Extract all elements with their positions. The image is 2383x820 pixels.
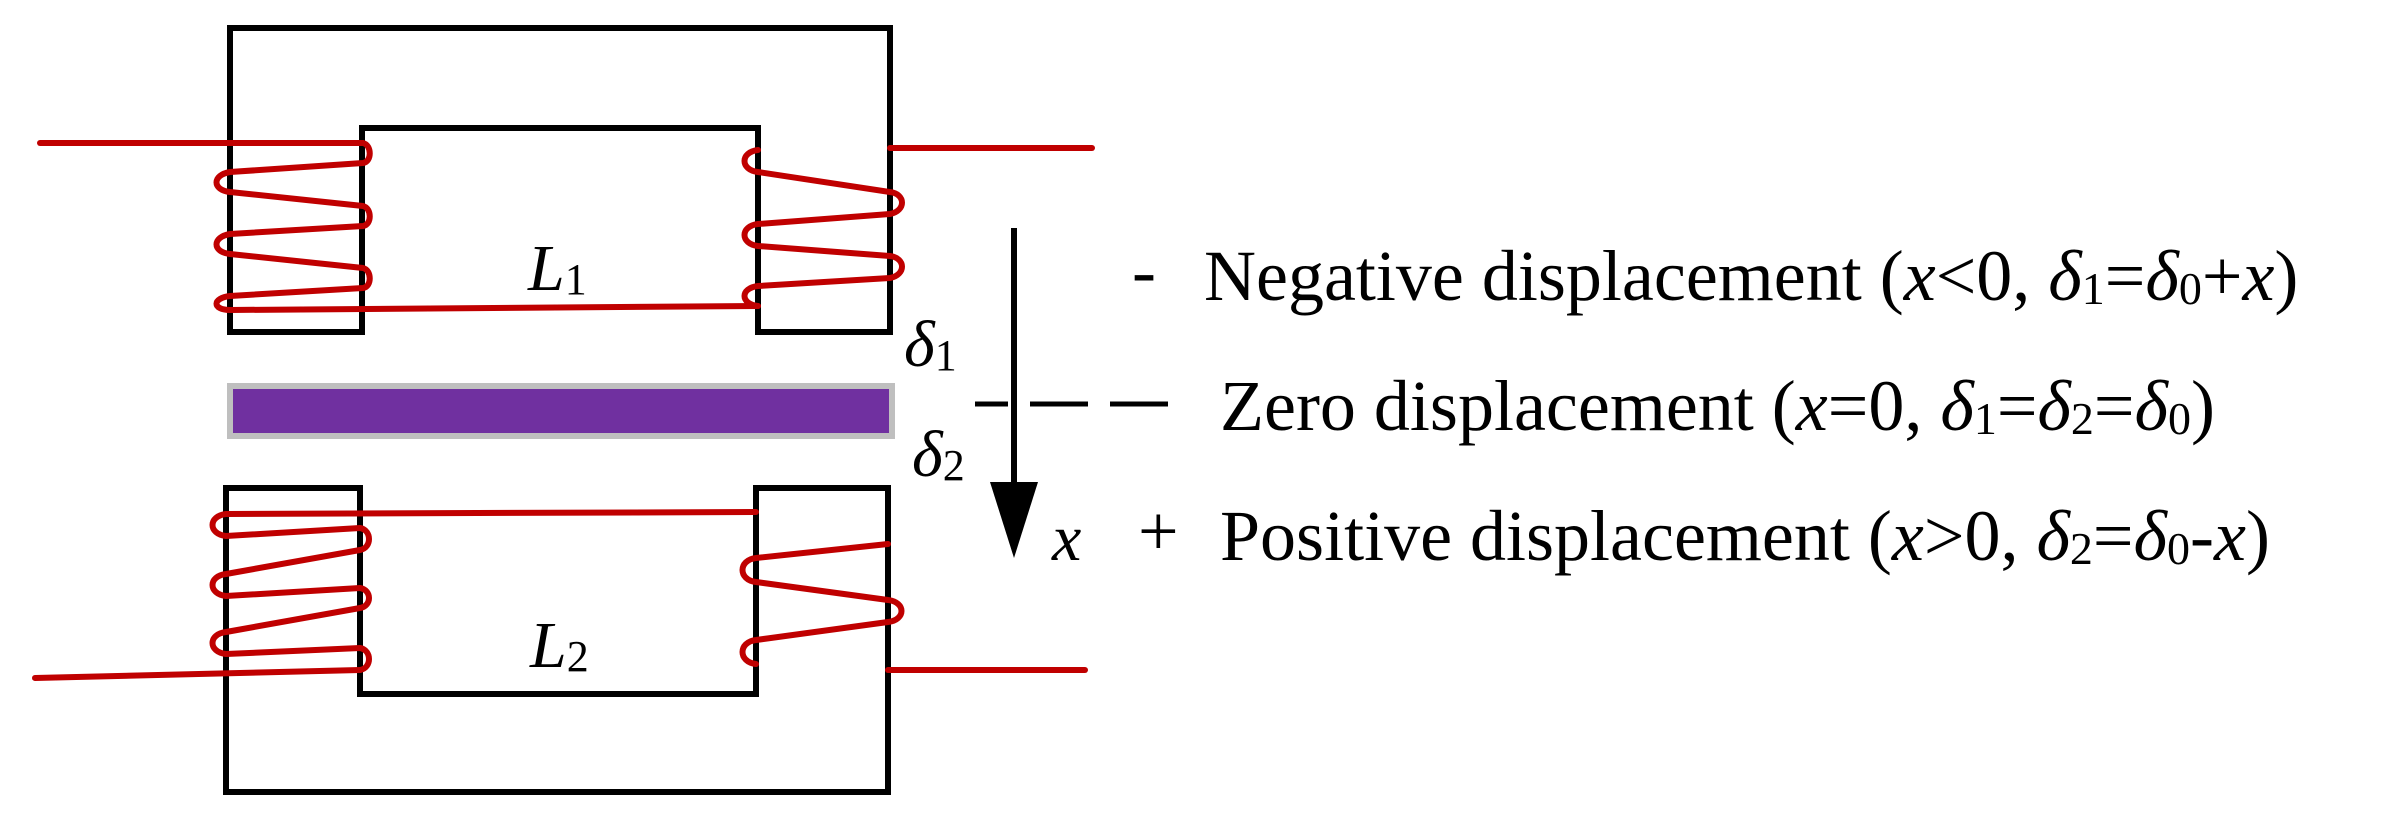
gap-upper-label: δ1 [904,308,957,381]
legend-positive-sign: + [1138,491,1179,571]
lower-coil-link [223,509,759,517]
displacement-arrowhead [990,482,1038,558]
lower-coils [32,509,1088,681]
axis-variable-label: x [1051,502,1081,575]
armature-bar [227,383,895,439]
upper-core-outline [227,25,893,335]
upper-right-coil [741,147,905,309]
legend-zero: Zero displacement (x=0, δ1=δ2=δ0) [1220,366,2215,446]
legend-positive: Positive displacement (x>0, δ2=δ0-x) [1220,496,2270,576]
lower-left-lead [32,667,363,681]
lower-right-coil [739,541,905,667]
lower-core [223,485,891,795]
gap-lower-label: δ2 [912,418,965,491]
lower-left-coil [209,511,372,673]
legend-negative-sign: - [1132,231,1156,311]
upper-coils [37,140,1095,313]
upper-coil-link [227,303,761,313]
upper-core [227,25,893,335]
lower-inductor-label: L2 [529,609,589,682]
upper-inductor-label: L1 [527,232,587,305]
lower-core-outline [223,485,891,795]
legend-negative: Negative displacement (x<0, δ1=δ0+x) [1204,236,2298,316]
upper-left-coil [213,140,373,313]
